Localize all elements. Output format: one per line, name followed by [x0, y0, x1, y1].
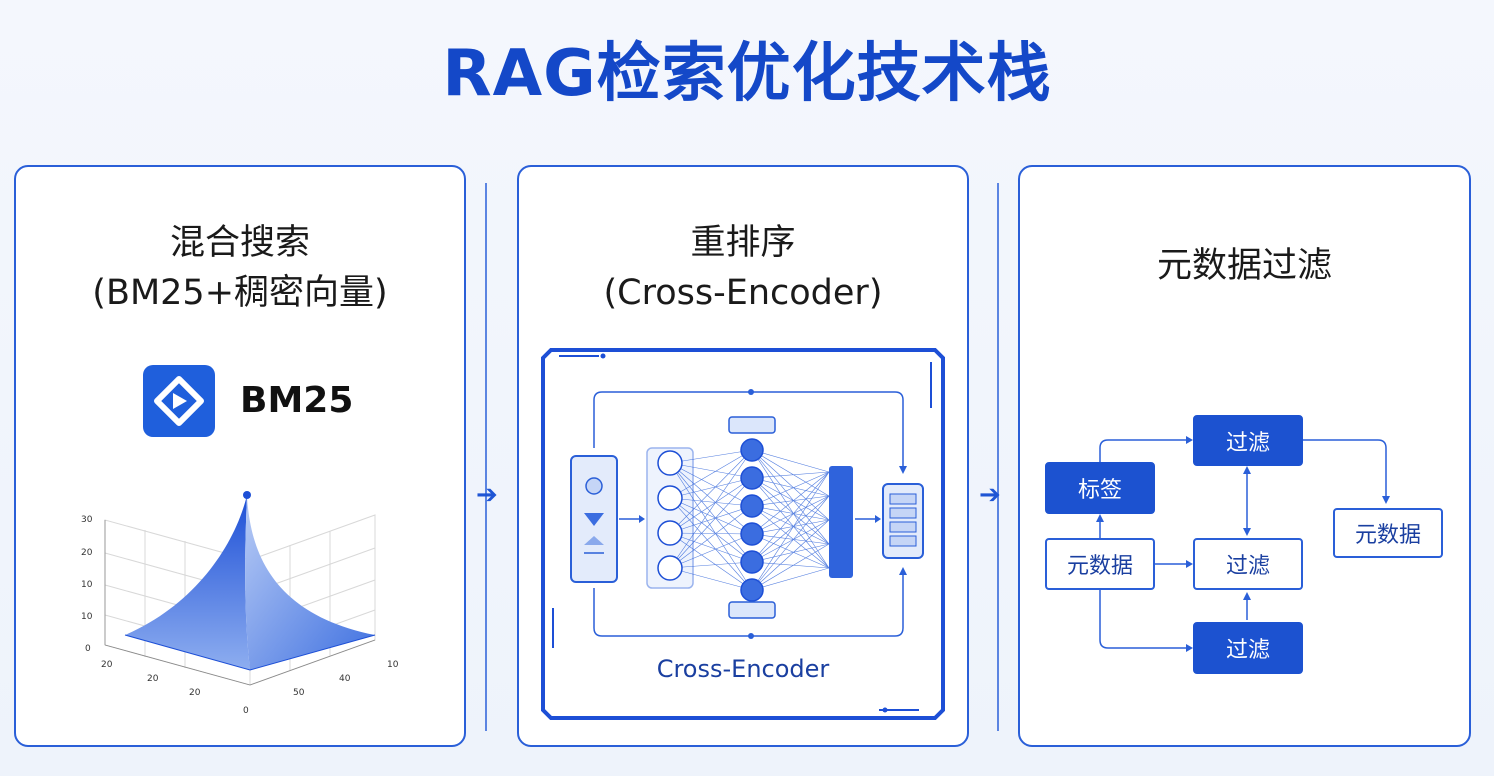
- panel-title-line1: 重排序: [690, 223, 796, 263]
- y-tick: 10: [387, 660, 399, 670]
- x-tick: 20: [147, 674, 159, 684]
- z-tick: 0: [85, 644, 91, 654]
- bm25-label: BM25: [240, 380, 354, 421]
- network-node: [740, 522, 764, 546]
- x-tick: 20: [189, 688, 201, 698]
- network-node: [740, 578, 764, 602]
- panel-title-line2: (Cross-Encoder): [603, 273, 883, 313]
- y-tick: 50: [293, 688, 305, 698]
- network-node: [657, 555, 683, 581]
- z-tick: 10: [81, 580, 93, 590]
- divider-right: [997, 183, 999, 731]
- panel-title-line1: 混合搜索: [169, 223, 310, 263]
- network-node: [657, 450, 683, 476]
- node-filter-mid: 过滤: [1193, 538, 1303, 590]
- network-node: [740, 550, 764, 574]
- arrow-right-icon: ➔: [979, 480, 1001, 510]
- node-metadata-right: 元数据: [1333, 508, 1443, 558]
- node-metadata-left: 元数据: [1045, 538, 1155, 590]
- page-title: RAG检索优化技术栈: [442, 37, 1052, 111]
- node-filter-top: 过滤: [1193, 415, 1303, 466]
- arrow-right-icon: ➔: [476, 480, 498, 510]
- network-node: [740, 466, 764, 490]
- y-tick: 40: [339, 674, 351, 684]
- x-tick: 0: [243, 706, 249, 716]
- bm25-logo-icon: [143, 365, 215, 437]
- cross-encoder-diagram: [541, 348, 945, 720]
- x-tick: 20: [101, 660, 113, 670]
- panel-title-line2: (BM25+稠密向量): [92, 273, 388, 313]
- z-tick: 20: [81, 548, 93, 558]
- network-node: [740, 494, 764, 518]
- panel-title: 元数据过滤: [1156, 246, 1332, 286]
- network-node: [657, 520, 683, 546]
- network-node: [657, 485, 683, 511]
- divider-left: [485, 183, 487, 731]
- z-tick: 10: [81, 612, 93, 622]
- network-node: [740, 438, 764, 462]
- node-filter-bottom: 过滤: [1193, 622, 1303, 674]
- surface-chart: 30 20 10 10 0 20 20 20 0 50 40 10: [81, 491, 399, 716]
- z-tick: 30: [81, 515, 93, 525]
- node-tag: 标签: [1045, 462, 1155, 514]
